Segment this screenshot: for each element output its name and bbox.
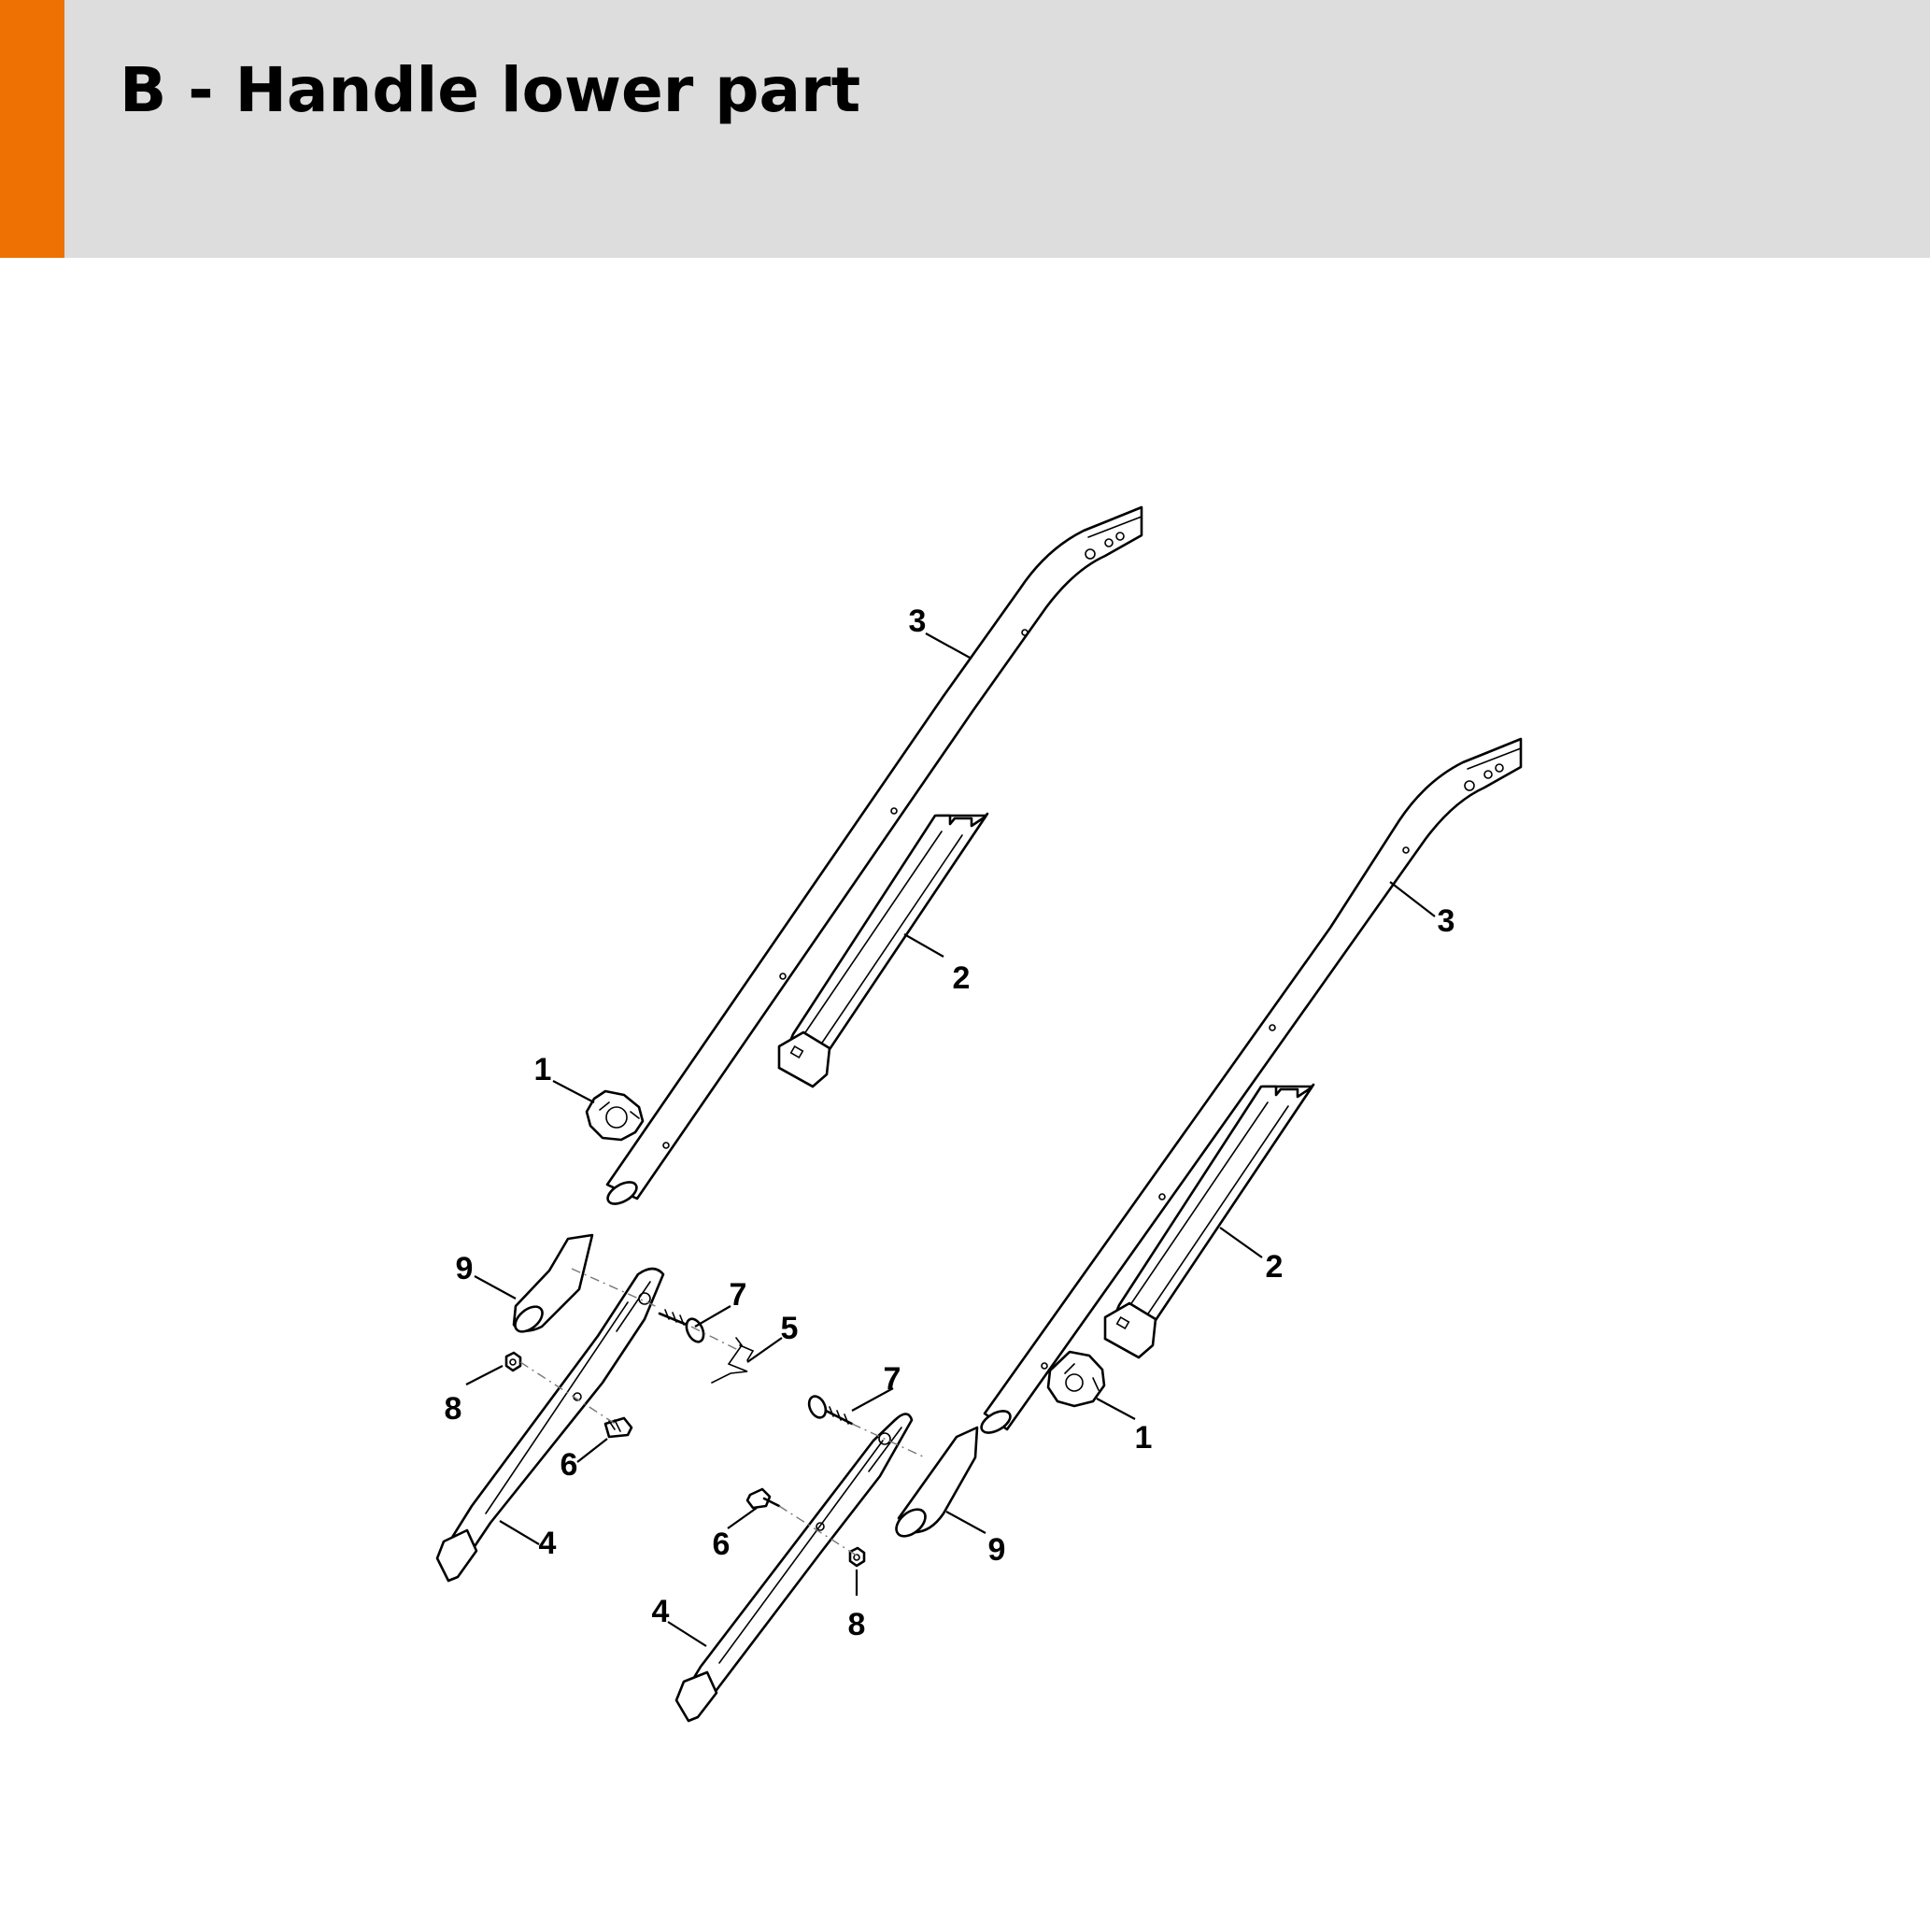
leader-lines [465,632,1436,1647]
handle-rail-left [777,812,989,1088]
lower-bracket-left [435,1267,665,1583]
callout-9: 9 [988,1532,1006,1568]
handle-rail-right [1103,1083,1315,1359]
handle-tube-left [605,505,1143,1205]
bolt-left [603,1416,633,1439]
accent-strip [0,0,64,258]
callout-2: 2 [1266,1249,1284,1285]
pin-left [658,1309,705,1343]
handle-tube-right [980,737,1523,1434]
knob-left [585,1089,645,1142]
callout-8: 8 [848,1607,866,1642]
cover-right [895,1426,979,1538]
page-title: B - Handle lower part [120,54,861,126]
callout-4: 4 [539,1526,557,1561]
bolt-right [745,1487,781,1510]
callout-7: 7 [884,1361,901,1397]
callout-1: 1 [534,1052,552,1087]
callout-3: 3 [1438,903,1455,939]
callout-8: 8 [445,1391,462,1427]
nut-right [848,1546,866,1568]
callout-3: 3 [909,604,927,639]
callout-4: 4 [652,1594,670,1629]
nut-left [504,1351,522,1372]
pin-right [807,1395,854,1426]
header-bar: B - Handle lower part [0,0,1930,258]
callout-5: 5 [781,1311,799,1346]
callout-1: 1 [1135,1420,1153,1456]
callout-labels: 1 3 2 1 3 2 9 7 5 8 6 4 7 6 8 4 9 [445,604,1455,1642]
callout-7: 7 [730,1277,747,1313]
knob-right [1046,1350,1106,1408]
lower-bracket-right [674,1413,914,1723]
callout-6: 6 [713,1527,731,1562]
callout-6: 6 [561,1447,578,1483]
assembly-guide-lines [519,1268,926,1556]
cover-left [512,1233,594,1333]
callout-9: 9 [456,1251,474,1286]
spring-clip [711,1337,755,1384]
callout-2: 2 [953,960,971,996]
